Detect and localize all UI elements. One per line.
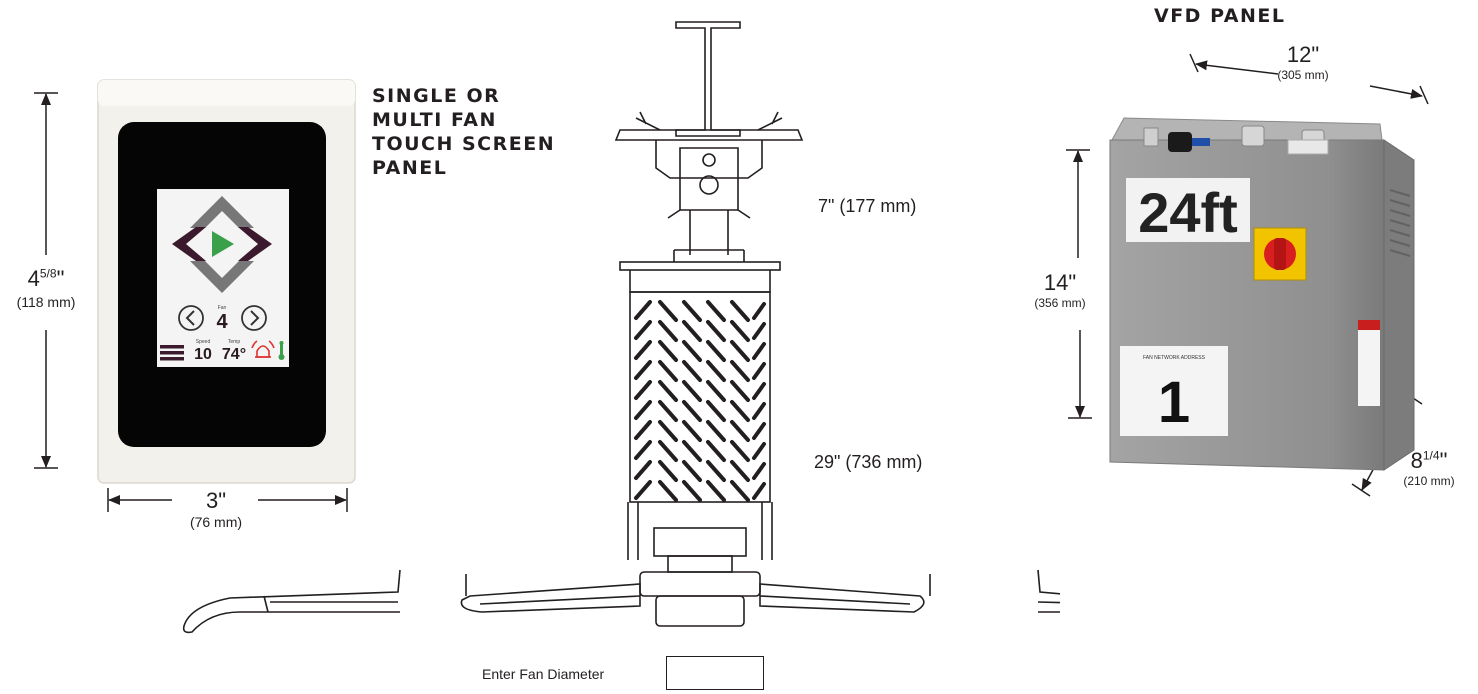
mount-plate (614, 129, 804, 141)
vfd-heading: VFD PANEL (1154, 5, 1286, 27)
touch-panel-heading-line: PANEL (372, 157, 448, 179)
vfd-panel-diagram: 24ft FAN NETWORK ADDRESS 1 (1066, 53, 1429, 497)
warning-sticker (1358, 320, 1380, 406)
touch-panel-heading-line: TOUCH SCREEN (372, 133, 556, 155)
vfd-width-label: 12" (305 mm) (1248, 42, 1358, 82)
hanger-bracket (679, 147, 739, 211)
vent-slots (634, 300, 766, 502)
network-label-background (1120, 346, 1228, 436)
height-mm: (118 mm) (16, 294, 76, 310)
fan-diameter-input[interactable] (666, 656, 764, 690)
fan-label: Fan (218, 305, 227, 311)
depth-whole: 8 (1410, 448, 1423, 473)
vfd-width-line-right (1369, 85, 1423, 99)
width-mm: (76 mm) (189, 514, 243, 530)
i-beam (675, 21, 741, 137)
touch-panel-height-label: 45/8" (118 mm) (0, 266, 92, 310)
vfd-height-inches: 14" (1043, 270, 1077, 295)
width-inches: 3" (205, 488, 227, 513)
vfd-depth-inches: 81/4" (1384, 448, 1474, 474)
fan-number: 4 (216, 311, 228, 333)
depth-mark: " (1439, 448, 1448, 473)
left-blade-tip (182, 569, 401, 634)
motor-top-plate (619, 261, 781, 271)
size-label-background (1126, 178, 1250, 242)
depth-fraction: 1/4 (1422, 448, 1440, 463)
chevron-right-icon (241, 305, 267, 331)
arrow-left-icon (172, 227, 206, 261)
vfd-width-line-left (1195, 60, 1279, 75)
touch-panel-diagram: Fan 4 Speed 10 Temp 74° (34, 79, 356, 512)
vfd-width-inches: 12" (1286, 42, 1320, 67)
touch-panel-heading-line: SINGLE OR (372, 85, 501, 107)
fan-dim-body: 29" (736 mm) (814, 452, 923, 472)
size-label: 24ft (1138, 181, 1238, 244)
network-label: FAN NETWORK ADDRESS (1143, 355, 1206, 361)
vfd-depth-label: 81/4" (210 mm) (1384, 448, 1474, 488)
network-number: 1 (1158, 370, 1190, 435)
arrow-right-icon (238, 227, 272, 261)
vfd-depth-mm: (210 mm) (1403, 474, 1455, 488)
speed-label: Speed (196, 339, 211, 345)
menu-icon (160, 345, 184, 361)
bell-icon (251, 340, 275, 358)
touch-panel-width-label: 3" (76 mm) (166, 488, 266, 530)
vfd-height-mm: (356 mm) (1034, 296, 1086, 310)
vfd-height-label: 14" (356 mm) (1020, 270, 1100, 310)
fan-dim-top: 7" (177 mm) (818, 196, 917, 216)
left-blade (460, 583, 641, 613)
fan-hub (639, 571, 761, 597)
fan-diagram (182, 21, 1060, 634)
height-fraction: 5/8 (39, 266, 57, 281)
right-blade (759, 583, 925, 613)
temp-label: Temp (228, 339, 240, 345)
chevron-left-icon (178, 305, 204, 331)
vfd-width-mm: (305 mm) (1277, 68, 1329, 82)
disconnect-switch-knob (1274, 238, 1286, 270)
height-whole: 4 (27, 266, 40, 291)
height-inches: 45/8" (0, 266, 92, 292)
height-mark: " (56, 266, 65, 291)
speed-value: 10 (194, 346, 212, 363)
diameter-label: Enter Fan Diameter (482, 666, 605, 682)
touch-panel-heading-line: MULTI FAN (372, 109, 497, 131)
play-icon (212, 231, 234, 257)
thermometer-icon (278, 341, 285, 360)
temp-value: 74° (222, 346, 246, 363)
touch-panel-heading: SINGLE OR MULTI FAN TOUCH SCREEN PANEL (372, 84, 555, 180)
arrow-up-icon (190, 196, 254, 228)
arrow-down-icon (190, 261, 254, 293)
vented-housing (629, 291, 771, 503)
